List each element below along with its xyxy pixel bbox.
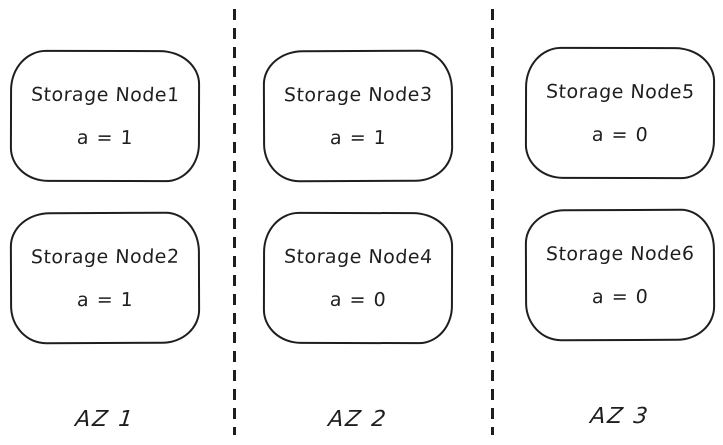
storage-node-3-title: Storage Node3 xyxy=(283,83,433,106)
storage-node-1-title: Storage Node1 xyxy=(30,83,180,106)
zone-label-az-2: AZ 2 xyxy=(327,407,389,432)
storage-node-2-value: a = 1 xyxy=(76,288,134,311)
storage-node-4-title: Storage Node4 xyxy=(283,245,433,268)
storage-node-6-title: Storage Node6 xyxy=(545,242,695,265)
zone-az-3: Storage Node5 a = 0 Storage Node6 a = 0 … xyxy=(524,46,716,429)
storage-node-5-title: Storage Node5 xyxy=(545,80,695,103)
zone-az-1: Storage Node1 a = 1 Storage Node2 a = 1 … xyxy=(9,49,201,432)
az-divider-1 xyxy=(233,9,236,435)
storage-node-3-value: a = 1 xyxy=(329,126,387,149)
zone-az-2: Storage Node3 a = 1 Storage Node4 a = 0 … xyxy=(262,49,454,432)
storage-node-4-value: a = 0 xyxy=(328,288,387,311)
storage-node-6: Storage Node6 a = 0 xyxy=(524,208,716,342)
storage-node-1: Storage Node1 a = 1 xyxy=(9,49,201,183)
storage-node-5-value: a = 0 xyxy=(590,123,649,146)
storage-node-5: Storage Node5 a = 0 xyxy=(524,46,716,180)
storage-node-4: Storage Node4 a = 0 xyxy=(262,211,454,345)
storage-node-1-value: a = 1 xyxy=(75,126,134,149)
storage-node-3: Storage Node3 a = 1 xyxy=(262,49,454,183)
zone-label-az-1: AZ 1 xyxy=(74,407,136,432)
storage-node-2: Storage Node2 a = 1 xyxy=(9,211,201,345)
storage-node-2-title: Storage Node2 xyxy=(30,245,180,268)
storage-node-6-value: a = 0 xyxy=(591,285,649,308)
az-divider-2 xyxy=(491,9,494,435)
zone-label-az-3: AZ 3 xyxy=(589,404,651,429)
